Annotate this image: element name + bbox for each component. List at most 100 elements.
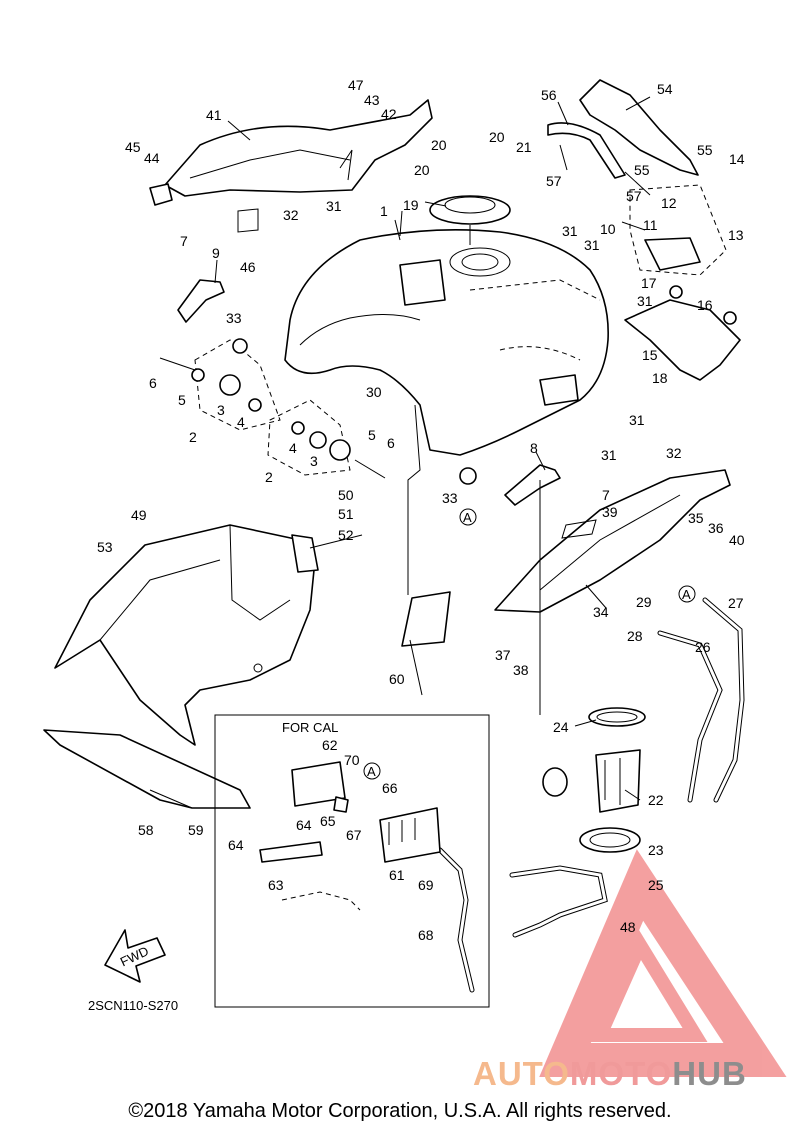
callout-27: 27 (728, 595, 744, 611)
callout-22: 22 (648, 792, 664, 808)
callout-4b: 4 (289, 440, 297, 456)
callout-45: 45 (125, 139, 141, 155)
fuel-cap (429, 195, 511, 245)
callout-41: 41 (206, 107, 222, 123)
side-cover-right (494, 469, 731, 613)
callout-53: 53 (97, 539, 113, 555)
callout-20c: 20 (414, 162, 430, 178)
callout-42: 42 (381, 106, 397, 122)
callout-46: 46 (240, 259, 256, 275)
callout-55b: 55 (634, 162, 650, 178)
watermark-logo (539, 849, 787, 1077)
callout-23: 23 (648, 842, 664, 858)
ref-marker-a-2: A (682, 587, 691, 602)
callout-32: 32 (283, 207, 299, 223)
callout-11: 11 (643, 217, 658, 233)
callout-56: 56 (541, 87, 557, 103)
callout-59: 59 (188, 822, 204, 838)
callout-12: 12 (661, 195, 677, 211)
callout-64: 64 (228, 837, 244, 853)
diagram-code: 2SCN110-S270 (88, 998, 178, 1013)
callout-55: 55 (697, 142, 713, 158)
watermark-part-auto: AUTO (473, 1055, 570, 1092)
callout-60: 60 (389, 671, 405, 687)
callout-33: 33 (226, 310, 242, 326)
seat-panel (43, 729, 251, 809)
callout-6b: 6 (387, 435, 395, 451)
watermark-part-moto: MOTO (569, 1055, 673, 1092)
callout-44: 44 (144, 150, 160, 166)
pad (401, 591, 451, 647)
callout-37: 37 (495, 647, 511, 663)
callout-8: 8 (530, 440, 538, 456)
callout-17: 17 (641, 275, 657, 291)
callout-57: 57 (546, 173, 562, 189)
callout-1: 1 (380, 203, 388, 219)
fuel-tank (284, 228, 609, 456)
side-cover-upper-right (547, 79, 699, 196)
callout-14: 14 (729, 151, 745, 167)
watermark-text: AUTOMOTOHUB (473, 1055, 747, 1093)
callout-48: 48 (620, 919, 636, 935)
callout-31c: 31 (584, 237, 600, 253)
ref-markers: A A A (363, 508, 696, 780)
callout-47: 47 (348, 77, 364, 93)
callout-3b: 3 (310, 453, 318, 469)
callout-68: 68 (418, 927, 434, 943)
callout-49: 49 (131, 507, 147, 523)
callout-63: 63 (268, 877, 284, 893)
callout-10: 10 (600, 221, 616, 237)
callout-67: 67 (346, 827, 362, 843)
seat-cowl-left (54, 524, 319, 746)
callout-3: 3 (217, 402, 225, 418)
bracket-assembly-right (624, 184, 741, 381)
callout-19: 19 (403, 197, 419, 213)
callout-26: 26 (695, 639, 711, 655)
callout-62: 62 (322, 737, 338, 753)
leader-lines (214, 96, 651, 801)
callout-13: 13 (728, 227, 744, 243)
callout-30: 30 (366, 384, 382, 400)
callout-33b: 33 (442, 490, 458, 506)
callouts: 1 2 2 3 3 4 4 5 5 6 6 7 7 8 9 10 11 12 1… (97, 77, 745, 943)
copyright-notice: ©2018 Yamaha Motor Corporation, U.S.A. A… (128, 1100, 672, 1122)
callout-51: 51 (338, 506, 354, 522)
callout-2: 2 (189, 429, 197, 445)
callout-65: 65 (320, 813, 336, 829)
callout-7b: 7 (602, 487, 610, 503)
callout-35: 35 (688, 510, 704, 526)
callout-57b: 57 (626, 188, 642, 204)
ref-marker-a-3: A (367, 764, 376, 779)
callout-25: 25 (648, 877, 664, 893)
callout-31b: 31 (562, 223, 578, 239)
callout-52: 52 (338, 527, 354, 543)
damper-assembly-upper (159, 339, 281, 431)
brackets (177, 279, 561, 506)
callout-61: 61 (389, 867, 405, 883)
callout-4: 4 (237, 414, 245, 430)
callout-5b: 5 (368, 427, 376, 443)
callout-6: 6 (149, 375, 157, 391)
callout-64b: 64 (296, 817, 312, 833)
side-cover-upper-left (149, 99, 433, 233)
callout-7: 7 (180, 233, 188, 249)
callout-66: 66 (382, 780, 398, 796)
callout-39: 39 (602, 504, 618, 520)
callout-36: 36 (708, 520, 724, 536)
callout-34: 34 (593, 604, 609, 620)
callout-29: 29 (636, 594, 652, 610)
inset-label: FOR CAL (282, 720, 338, 735)
callout-2b: 2 (265, 469, 273, 485)
callout-50: 50 (338, 487, 354, 503)
watermark-part-hub: HUB (672, 1055, 747, 1092)
callout-40: 40 (729, 532, 745, 548)
callout-20: 20 (431, 137, 447, 153)
callout-69: 69 (418, 877, 434, 893)
ref-marker-a-1: A (463, 510, 472, 525)
callout-31e: 31 (629, 412, 645, 428)
callout-9: 9 (212, 245, 220, 261)
fuel-pump (542, 707, 646, 853)
callout-15: 15 (642, 347, 658, 363)
callout-54: 54 (657, 81, 673, 97)
